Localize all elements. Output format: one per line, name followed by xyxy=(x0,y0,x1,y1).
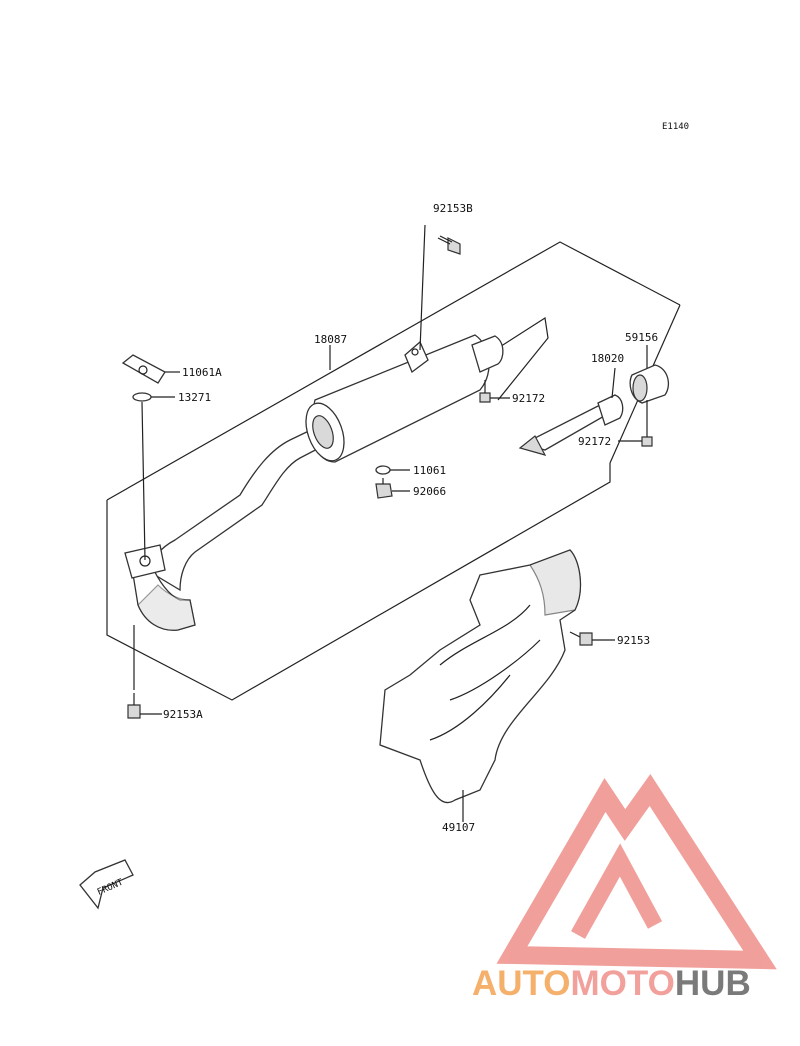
label-18087: 18087 xyxy=(314,333,347,346)
label-92153: 92153 xyxy=(617,634,650,647)
label-92172-muffler: 92172 xyxy=(512,392,545,405)
watermark-part-hub: HUB xyxy=(675,964,751,1003)
label-49107: 49107 xyxy=(442,821,475,834)
label-11061: 11061 xyxy=(413,464,446,477)
label-92153A: 92153A xyxy=(163,708,203,721)
assembly-outline xyxy=(106,241,681,701)
cap-59156 xyxy=(629,364,669,404)
label-92172-arrester: 92172 xyxy=(578,435,611,448)
bolt-92172-arrester xyxy=(641,400,653,447)
front-arrow-icon: FRONT xyxy=(79,859,134,910)
bolt-92153A xyxy=(127,625,141,719)
label-13271: 13271 xyxy=(178,391,211,404)
label-11061A: 11061A xyxy=(182,366,222,379)
bolt-92153 xyxy=(569,631,593,646)
watermark-part-moto: MOTO xyxy=(571,964,675,1003)
gasket-11061 xyxy=(375,465,391,475)
nut-92066 xyxy=(375,478,393,499)
label-18020: 18020 xyxy=(591,352,624,365)
automotohub-logo-icon xyxy=(496,774,777,970)
label-92153B: 92153B xyxy=(433,202,473,215)
gasket-11061A xyxy=(121,354,166,384)
leader-lines xyxy=(140,345,648,822)
diagram-code: E1140 xyxy=(662,122,689,132)
spark-arrester-18020 xyxy=(518,394,624,456)
watermark-text: AUTOMOTOHUB xyxy=(472,964,751,1003)
exhaust-pipe-muffler xyxy=(124,334,504,631)
bolt-92172-muffler xyxy=(479,380,491,403)
bolt-92153B xyxy=(437,235,461,255)
label-59156: 59156 xyxy=(625,331,658,344)
label-92066: 92066 xyxy=(413,485,446,498)
heat-guard-49107 xyxy=(379,549,582,804)
washer-13271 xyxy=(132,392,152,402)
watermark-part-auto: AUTO xyxy=(472,964,571,1003)
